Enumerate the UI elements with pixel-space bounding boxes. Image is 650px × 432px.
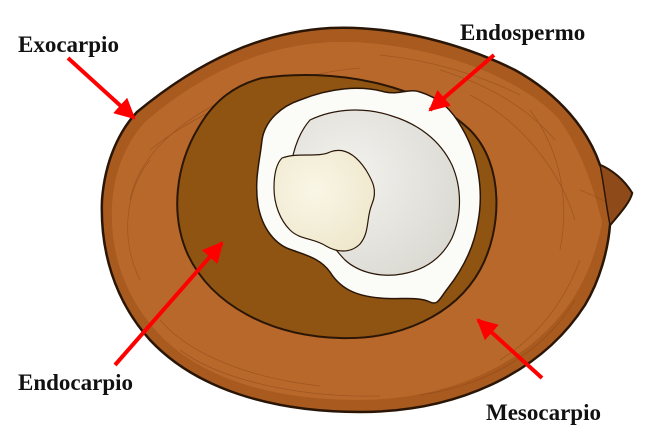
arrow-exocarpio: [68, 58, 134, 118]
label-endospermo: Endospermo: [460, 20, 585, 45]
label-exocarpio: Exocarpio: [18, 32, 119, 57]
label-endocarpio: Endocarpio: [18, 370, 133, 395]
label-mesocarpio: Mesocarpio: [486, 400, 601, 425]
